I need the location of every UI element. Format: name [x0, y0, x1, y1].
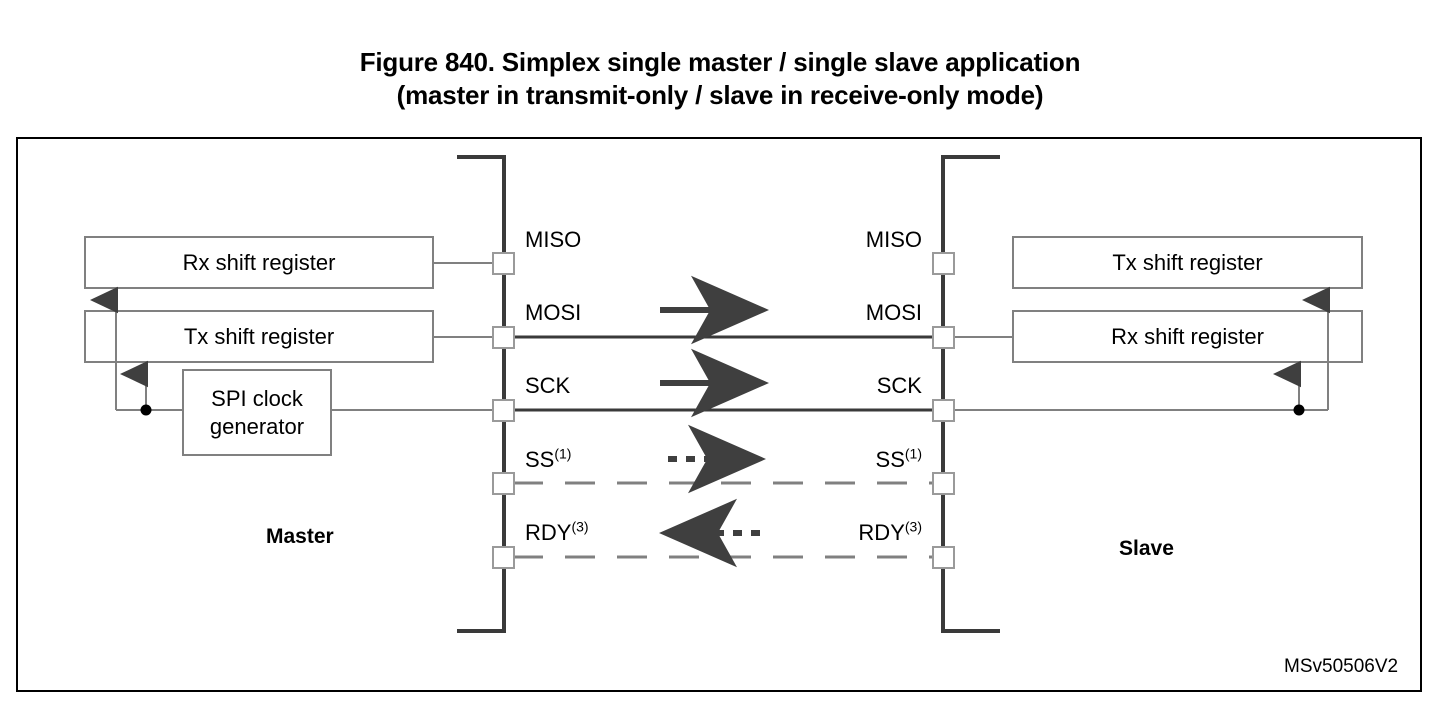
slave-pin-text-rdy: RDY	[858, 520, 905, 545]
slave-pin-label-sck: SCK	[846, 375, 922, 397]
master-pin-label-miso: MISO	[525, 229, 581, 251]
master-pin-text-miso: MISO	[525, 227, 582, 252]
slave-pin-sck	[932, 399, 955, 422]
master-role-label: Master	[266, 525, 334, 548]
master-pin-text-rdy: RDY	[525, 520, 572, 545]
slave-pin-label-rdy: RDY(3)	[836, 518, 922, 545]
master-pin-text-ss: SS	[525, 447, 555, 472]
master-pin-sck	[492, 399, 515, 422]
master-pin-label-rdy: RDY(3)	[525, 518, 589, 545]
slave-pin-label-mosi: MOSI	[846, 302, 922, 324]
master-pin-label-ss: SS(1)	[525, 445, 572, 472]
master-spi-clock-generator-label: SPI clock generator	[183, 370, 331, 455]
master-pin-rdy	[492, 546, 515, 569]
figure-title-line-2: (master in transmit-only / slave in rece…	[396, 80, 1044, 110]
master-pin-note-ss: (1)	[554, 445, 572, 462]
slave-pin-label-ss: SS(1)	[846, 445, 922, 472]
master-bus-bar	[457, 155, 506, 633]
master-pin-text-mosi: MOSI	[525, 300, 582, 325]
slave-rx-shift-register-box	[1012, 310, 1363, 363]
master-tx-shift-register-label: Tx shift register	[183, 323, 335, 349]
slave-pin-ss	[932, 472, 955, 495]
slave-pin-miso	[932, 252, 955, 275]
master-pin-miso	[492, 252, 515, 275]
slave-tx-shift-register-label: Tx shift register	[1112, 249, 1263, 275]
slave-pin-label-miso: MISO	[846, 229, 922, 251]
master-clock-junction-dot	[140, 404, 152, 416]
master-rx-shift-register-label: Rx shift register	[182, 249, 336, 275]
slave-pin-note-rdy: (3)	[904, 518, 922, 535]
master-pin-text-sck: SCK	[525, 373, 571, 398]
slave-bus-bar	[941, 155, 1000, 633]
slave-pin-text-mosi: MOSI	[865, 300, 922, 325]
master-spi-clock-generator-box	[182, 369, 332, 456]
slave-pin-mosi	[932, 326, 955, 349]
figure-title-line-1: Figure 840. Simplex single master / sing…	[359, 47, 1081, 77]
slave-pin-text-miso: MISO	[865, 227, 922, 252]
spi-clock-generator-line-2: generator	[209, 413, 305, 439]
figure-title: Figure 840. Simplex single master / sing…	[0, 46, 1440, 112]
spi-clock-generator-line-1: SPI clock	[211, 386, 303, 411]
master-pin-label-mosi: MOSI	[525, 302, 581, 324]
slave-pin-note-ss: (1)	[904, 445, 922, 462]
slave-pin-text-ss: SS	[875, 447, 905, 472]
slave-pin-rdy	[932, 546, 955, 569]
master-pin-mosi	[492, 326, 515, 349]
figure-reference-code: MSv50506V2	[1284, 656, 1399, 677]
master-pin-label-sck: SCK	[525, 375, 570, 397]
master-pin-ss	[492, 472, 515, 495]
slave-rx-shift-register-label: Rx shift register	[1111, 323, 1264, 349]
master-pin-note-rdy: (3)	[571, 518, 589, 535]
slave-pin-text-sck: SCK	[876, 373, 922, 398]
slave-role-label: Slave	[1119, 537, 1174, 560]
slave-tx-shift-register-box	[1012, 236, 1363, 289]
slave-clock-junction-dot	[1293, 404, 1305, 416]
